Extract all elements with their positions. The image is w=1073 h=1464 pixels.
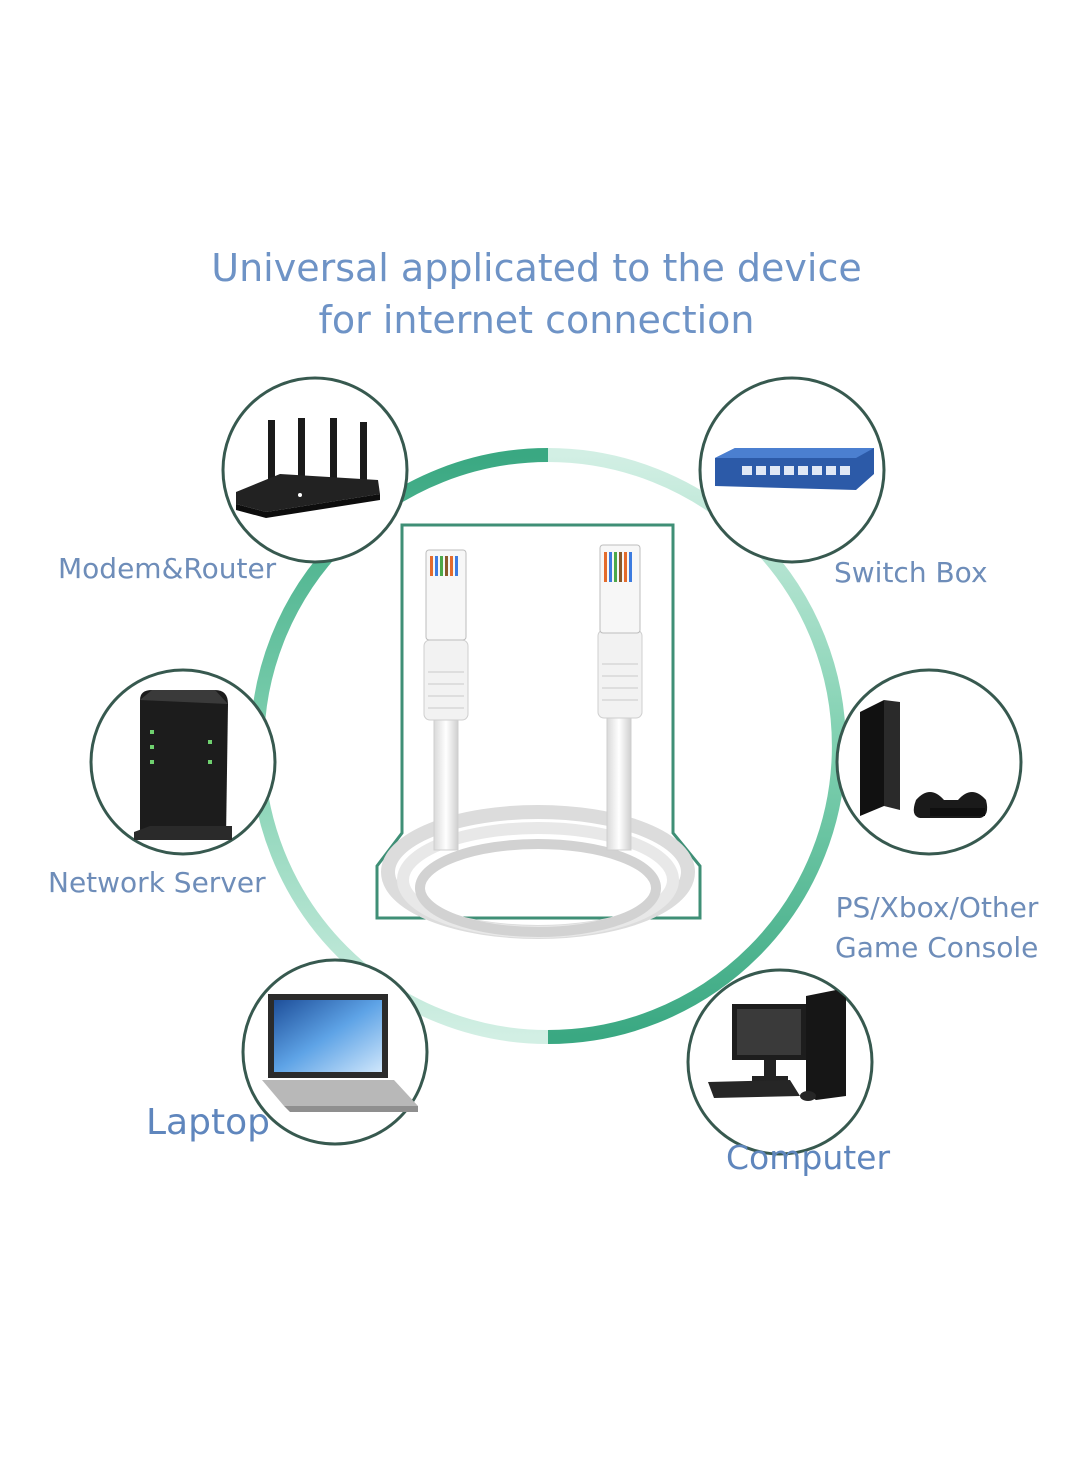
game-console-icon: [860, 700, 988, 818]
device-router: [221, 376, 409, 564]
label-switch-box: Switch Box: [834, 556, 988, 589]
label-game-console-line-2: Game Console: [835, 931, 1039, 964]
label-computer: Computer: [726, 1138, 891, 1177]
title-line-2: for internet connection: [318, 298, 755, 342]
device-console: [835, 668, 1023, 856]
device-server: [89, 668, 277, 856]
device-computer: [686, 968, 874, 1156]
title-line-1: Universal applicated to the device: [211, 246, 862, 290]
network-switch-icon: [715, 448, 874, 490]
desktop-computer-icon: [708, 990, 846, 1101]
label-laptop: Laptop: [146, 1102, 270, 1143]
router-icon: [236, 418, 380, 518]
ethernet-cable-icon: [375, 523, 702, 939]
label-game-console: PS/Xbox/Other Game Console: [835, 888, 1038, 968]
diagram-title: Universal applicated to the device for i…: [0, 242, 1073, 346]
device-switch: [698, 376, 886, 564]
label-modem-router: Modem&Router: [58, 552, 277, 585]
label-game-console-line-1: PS/Xbox/Other: [835, 891, 1039, 924]
label-network-server: Network Server: [48, 866, 266, 899]
device-laptop: [241, 958, 429, 1146]
laptop-icon: [262, 994, 418, 1112]
server-icon: [134, 690, 232, 840]
